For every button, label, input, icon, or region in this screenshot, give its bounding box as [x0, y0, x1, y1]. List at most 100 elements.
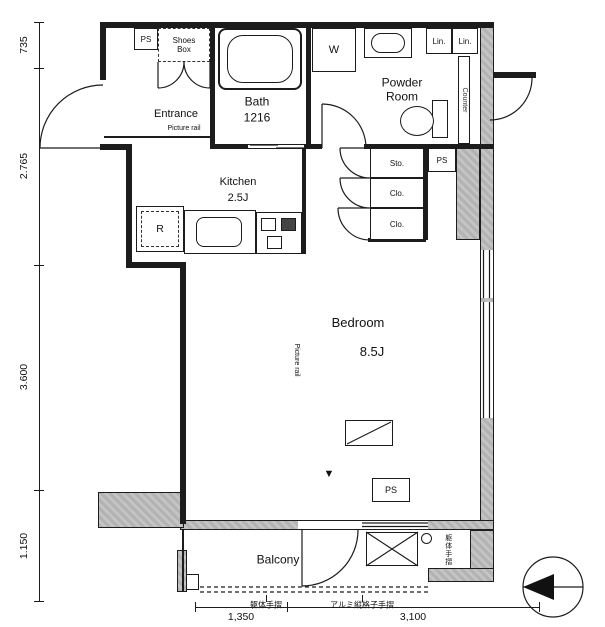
- linen-box-2: Lin.: [452, 28, 478, 54]
- wall-bedroom-left: [180, 262, 186, 524]
- compass-needle-icon: [523, 574, 554, 600]
- entrance-step-line: [104, 136, 210, 138]
- handrail-note-bottom-left: 躯体手摺: [250, 600, 282, 610]
- shoebox-door-left-arc: [157, 61, 185, 89]
- rc-balcony-step: [428, 568, 494, 582]
- balcony-corner-box: [186, 574, 199, 590]
- balcony-door-gap: [298, 521, 360, 529]
- ps-box-entrance: PS: [134, 28, 158, 50]
- wall-closet-east: [424, 148, 428, 240]
- dim-label-3100: 3,100: [399, 611, 427, 624]
- storage-box: Sto.: [370, 148, 424, 178]
- dim-label-2765: 2.765: [18, 152, 31, 180]
- shoes-box: Shoes Box: [158, 28, 210, 62]
- balcony-door-arc: [301, 529, 359, 587]
- ps-box-right: PS: [428, 148, 456, 172]
- storage-label: Sto.: [389, 158, 405, 168]
- ps-bottom-label: PS: [384, 485, 397, 495]
- wall-top: [100, 22, 494, 28]
- wall-powder-bottom-east: [364, 144, 494, 149]
- wall-neighbor-stub: [494, 72, 536, 78]
- wall-left-top: [100, 22, 106, 80]
- dim-tick-bottom-1: [195, 602, 196, 612]
- balcony-left-line: [182, 530, 184, 592]
- entrance-picture-rail-note: Picture rail: [167, 125, 201, 133]
- room-label-powder-1: Powder: [381, 75, 423, 90]
- stove-burner-3: [267, 236, 282, 249]
- toilet-tank: [432, 100, 448, 138]
- dim-label-1150: 1.150: [18, 532, 31, 560]
- bathtub-inner: [227, 35, 293, 83]
- fridge-inner: R: [141, 211, 179, 247]
- kitchen-sink-basin: [196, 217, 242, 247]
- dim-tick-bottom-2: [287, 602, 288, 612]
- ps-right-label: PS: [436, 155, 448, 165]
- dim-tick-bottom-3: [539, 602, 540, 612]
- dim-tick-left-1: [34, 22, 44, 23]
- linen-1-label: Lin.: [432, 36, 446, 46]
- drain-icon: [421, 533, 432, 544]
- toilet-bowl: [400, 106, 434, 136]
- closet-door-arcs: [337, 147, 371, 241]
- linen-box-1: Lin.: [426, 28, 452, 54]
- dim-label-1350: 1,350: [227, 611, 255, 624]
- dim-line-bottom: [195, 607, 540, 608]
- leader-tick-2: [362, 595, 363, 602]
- wall-bath-powder: [306, 22, 311, 149]
- shoebox-door-right-arc: [183, 61, 211, 89]
- kitchen-size-label: 2.5J: [227, 191, 249, 204]
- wall-entrance-bath: [210, 22, 215, 149]
- room-label-bath: Bath: [244, 94, 270, 109]
- vanity-basin: [371, 33, 405, 53]
- linen-2-label: Lin.: [458, 36, 472, 46]
- shoes-box-label-1: Shoes: [172, 36, 196, 45]
- closet-1-label: Clo.: [389, 188, 405, 198]
- stove-burner-1: [261, 218, 276, 231]
- dim-tick-left-2: [34, 68, 44, 69]
- room-label-powder-2: Room: [385, 89, 419, 104]
- entrance-door-arc: [39, 84, 104, 149]
- entry-marker-icon: ▼: [323, 467, 335, 480]
- room-label-kitchen: Kitchen: [219, 175, 257, 188]
- ps-box-entrance-label: PS: [140, 34, 152, 44]
- wall-step-entrance: [100, 144, 132, 150]
- dim-tick-left-3: [34, 265, 44, 266]
- window-gap-upper: [481, 250, 493, 298]
- bath-sliding-gap: [248, 144, 304, 149]
- wall-kitchen-left: [126, 144, 132, 266]
- fridge-label: R: [156, 223, 164, 235]
- bedroom-size-label: 8.5J: [359, 343, 385, 359]
- washer-label: W: [328, 44, 340, 56]
- closet-2-label: Clo.: [389, 219, 405, 229]
- handrail-note-right: 躯体手摺: [444, 534, 452, 566]
- rc-block-bottom-left: [98, 492, 184, 528]
- closet-box-2: Clo.: [370, 208, 424, 240]
- bedroom-picture-rail-note: Picture rail: [292, 343, 300, 377]
- wall-closet-south: [368, 238, 426, 242]
- equipment-pad: [366, 532, 418, 566]
- ps-box-bottom: PS: [372, 478, 410, 502]
- powder-door-arc: [321, 103, 367, 149]
- rc-service-strip: [456, 148, 480, 240]
- dim-label-735: 735: [18, 36, 31, 54]
- room-label-bedroom: Bedroom: [331, 314, 385, 330]
- counter-icon: [458, 56, 470, 144]
- neighbor-door-arc: [489, 77, 533, 121]
- room-label-entrance: Entrance: [153, 107, 199, 120]
- window-gap-bottom: [360, 521, 428, 529]
- stove-burner-2: [281, 218, 296, 231]
- washer-box: W: [312, 28, 356, 72]
- wall-powder-bottom-west: [306, 144, 322, 149]
- balcony-railing-dashes: [200, 586, 428, 593]
- window-gap-lower: [481, 302, 493, 418]
- leader-tick-1: [266, 595, 267, 602]
- dim-tick-left-5: [34, 601, 44, 602]
- counter-label: Counter: [460, 87, 468, 113]
- dim-line-left: [39, 22, 40, 602]
- closet-box-1: Clo.: [370, 178, 424, 208]
- dim-label-3600: 3.600: [18, 363, 31, 391]
- bath-size-label: 1216: [243, 110, 271, 125]
- compass-circle: [522, 556, 584, 618]
